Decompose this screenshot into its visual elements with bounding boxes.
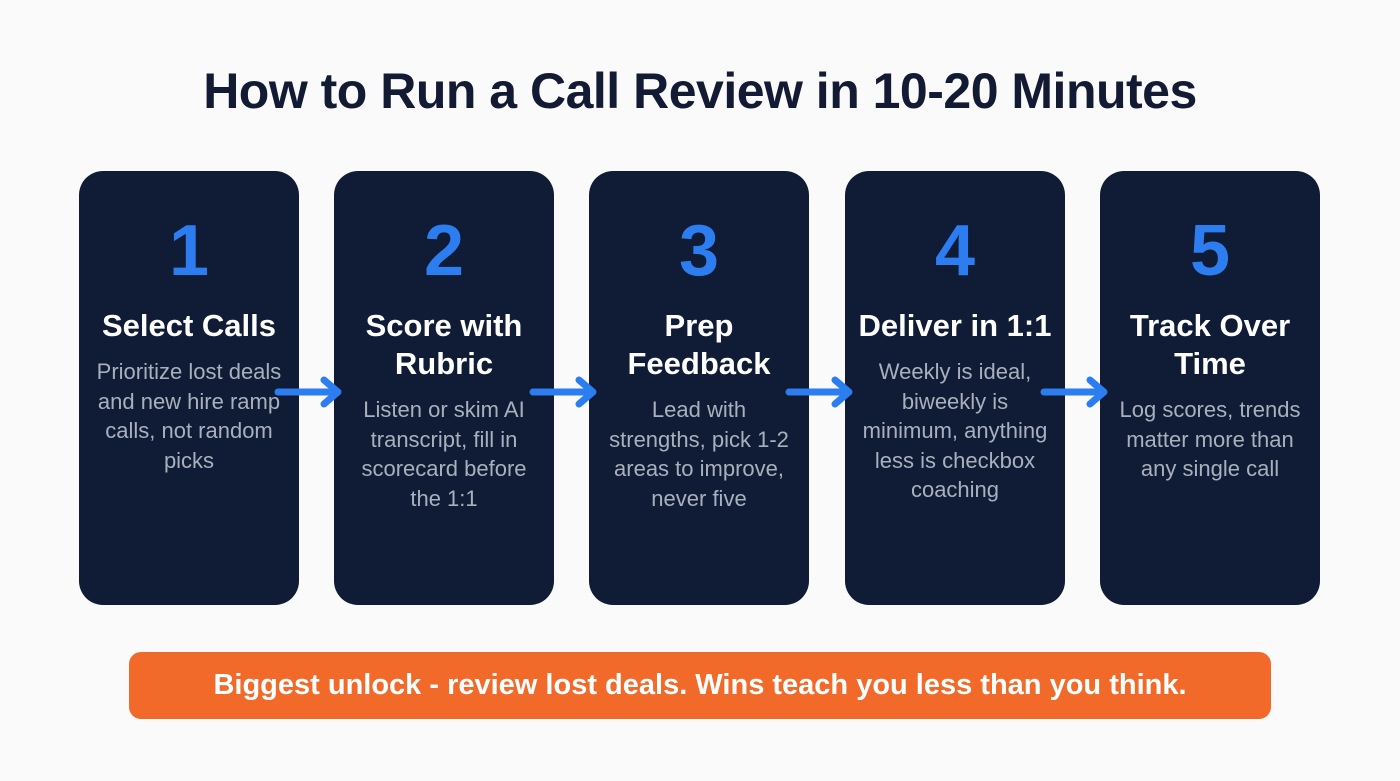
step-number: 1 [168, 211, 210, 291]
step-card-3: 3 Prep Feedback Lead with strengths, pic… [589, 171, 809, 605]
arrow-right-icon [274, 376, 342, 408]
arrow-right-icon [785, 376, 853, 408]
step-number: 4 [934, 211, 976, 291]
step-description: Listen or skim AI transcript, fill in sc… [361, 397, 527, 511]
step-heading: Select Calls [101, 308, 277, 343]
arrow-right-icon [529, 376, 597, 408]
step-description: Log scores, trends matter more than any … [1119, 397, 1301, 481]
step-description: Prioritize lost deals and new hire ramp … [96, 359, 282, 473]
step-number: 3 [678, 211, 720, 291]
step-card-2: 2 Score with Rubric Listen or skim AI tr… [334, 171, 554, 605]
arrow-right-icon [1040, 376, 1108, 408]
step-heading: Prep Feedback [627, 308, 771, 381]
page-title: How to Run a Call Review in 10-20 Minute… [203, 63, 1197, 119]
step-card-5: 5 Track Over Time Log scores, trends mat… [1100, 171, 1320, 605]
key-takeaway-banner: Biggest unlock - review lost deals. Wins… [129, 652, 1271, 719]
step-card-1: 1 Select Calls Prioritize lost deals and… [79, 171, 299, 605]
step-description: Lead with strengths, pick 1-2 areas to i… [609, 397, 789, 511]
step-heading: Track Over Time [1129, 308, 1291, 381]
step-heading: Score with Rubric [365, 308, 523, 381]
step-description: Weekly is ideal, biweekly is minimum, an… [862, 359, 1048, 502]
step-number: 2 [423, 211, 465, 291]
step-heading: Deliver in 1:1 [858, 308, 1052, 343]
step-card-4: 4 Deliver in 1:1 Weekly is ideal, biweek… [845, 171, 1065, 605]
step-number: 5 [1189, 211, 1231, 291]
